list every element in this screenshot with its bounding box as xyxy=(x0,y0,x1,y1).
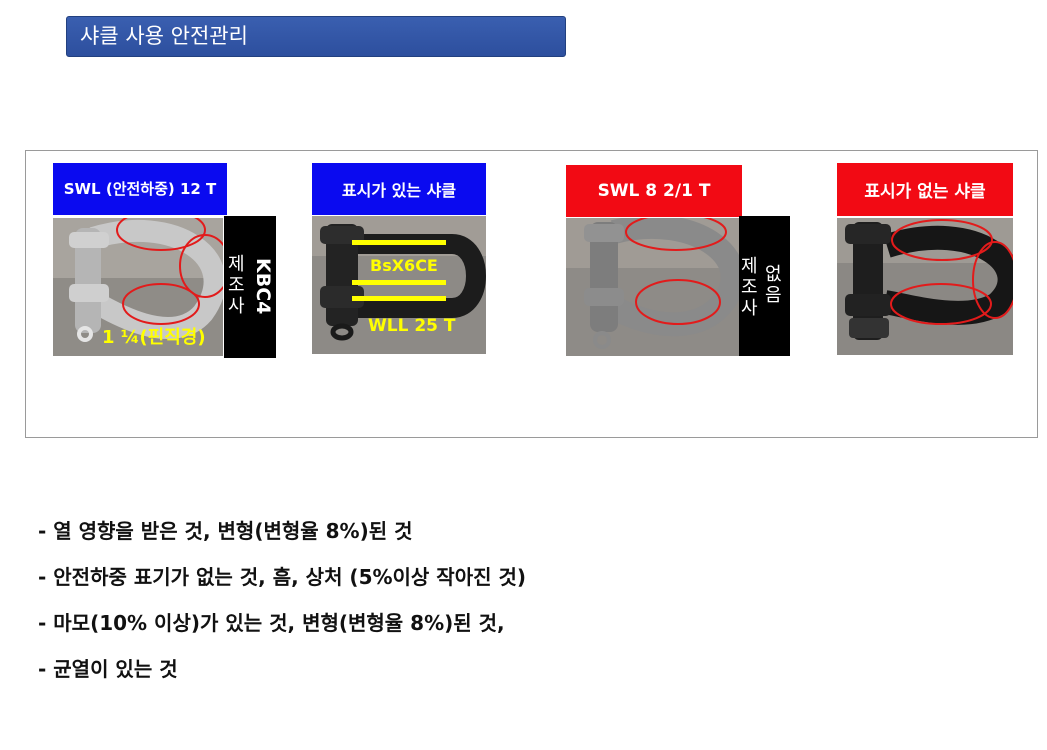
item-2-overlay-bottom: WLL 25 T xyxy=(368,316,456,336)
item-2-photo xyxy=(312,216,486,354)
item-1-label: SWL (안전하중) 12 T xyxy=(53,163,227,215)
criteria-item: - 열 영향을 받은 것, 변형(변형율 8%)된 것 xyxy=(38,519,413,543)
item-3-photo xyxy=(566,218,739,356)
item-2-label: 표시가 있는 샤클 xyxy=(312,163,486,215)
item-2-overlay-top: BsX6CE xyxy=(370,256,438,275)
page-title: 샤클 사용 안전관리 xyxy=(66,16,566,57)
criteria-item: - 안전하중 표기가 없는 것, 흠, 상처 (5%이상 작아진 것) xyxy=(38,565,526,589)
item-3-maker-value: 없음 xyxy=(765,264,782,306)
item-1-photo xyxy=(53,218,223,356)
criteria-item: - 마모(10% 이상)가 있는 것, 변형(변형율 8%)된 것, xyxy=(38,611,505,635)
shackle-panel xyxy=(25,150,1038,438)
criteria-item: - 균열이 있는 것 xyxy=(38,657,178,681)
item-4-label: 표시가 없는 샤클 xyxy=(837,163,1013,216)
item-1-overlay: 1 ¼(핀직경) xyxy=(102,327,206,348)
item-3-label: SWL 8 2/1 T xyxy=(566,165,742,217)
criteria-list: - 열 영향을 받은 것, 변형(변형율 8%)된 것 - 안전하중 표기가 없… xyxy=(38,512,526,696)
item-1-maker-label: 제조사 xyxy=(228,254,245,317)
item-4-photo xyxy=(837,218,1013,355)
item-3-maker-label: 제조사 xyxy=(741,256,758,319)
item-1-maker-value: KBC4 xyxy=(252,258,274,315)
item-1-maker-box: 제조사 KBC4 xyxy=(224,216,276,358)
item-3-maker-box: 제조사 없음 xyxy=(739,216,790,356)
